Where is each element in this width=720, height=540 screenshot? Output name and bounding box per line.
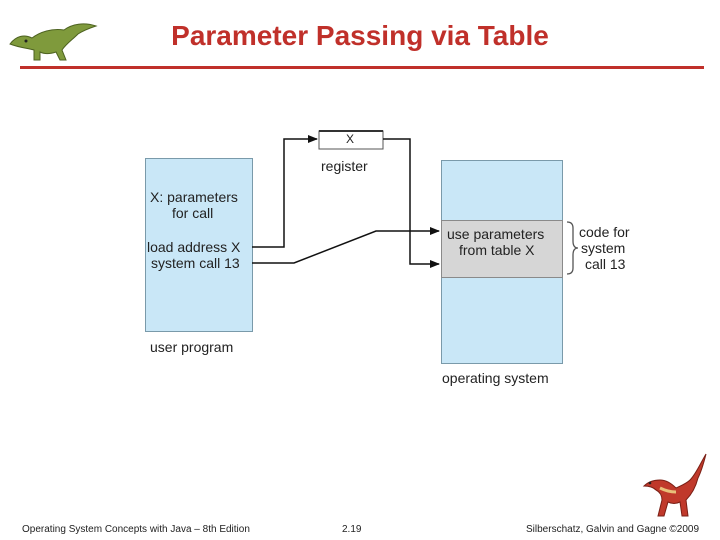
brace-label-line-3: call 13	[585, 256, 626, 272]
parameter-table-highlight	[441, 220, 563, 278]
brace-label-line-1: code for	[579, 224, 630, 240]
user-program-label: user program	[150, 339, 234, 355]
system-call-arrow	[252, 227, 440, 264]
code-brace	[566, 221, 579, 275]
os-highlight-line-1: use parameters	[447, 226, 545, 242]
user-program-line-2: for call	[172, 205, 214, 221]
red-dinosaur-icon	[642, 453, 707, 517]
register-value: X	[346, 132, 355, 146]
brace-label-line-2: system	[581, 240, 626, 256]
os-highlight-line-2: from table X	[459, 242, 535, 258]
user-program-block	[145, 158, 253, 332]
operating-system-label: operating system	[442, 370, 549, 386]
footer-page-number: 2.19	[342, 524, 362, 535]
dinosaur-icon	[9, 23, 98, 61]
title-divider	[20, 66, 704, 69]
user-program-line-1: X: parameters	[150, 189, 238, 205]
load-address-arrow	[252, 135, 318, 248]
register-label: register	[321, 158, 368, 174]
footer-book-title: Operating System Concepts with Java – 8t…	[22, 524, 250, 535]
footer-copyright: Silberschatz, Galvin and Gagne ©2009	[526, 524, 700, 535]
slide-title: Parameter Passing via Table	[171, 20, 549, 51]
user-program-line-3: load address X	[147, 239, 241, 255]
register-to-os-arrow	[383, 138, 440, 268]
user-program-line-4: system call 13	[151, 255, 240, 271]
